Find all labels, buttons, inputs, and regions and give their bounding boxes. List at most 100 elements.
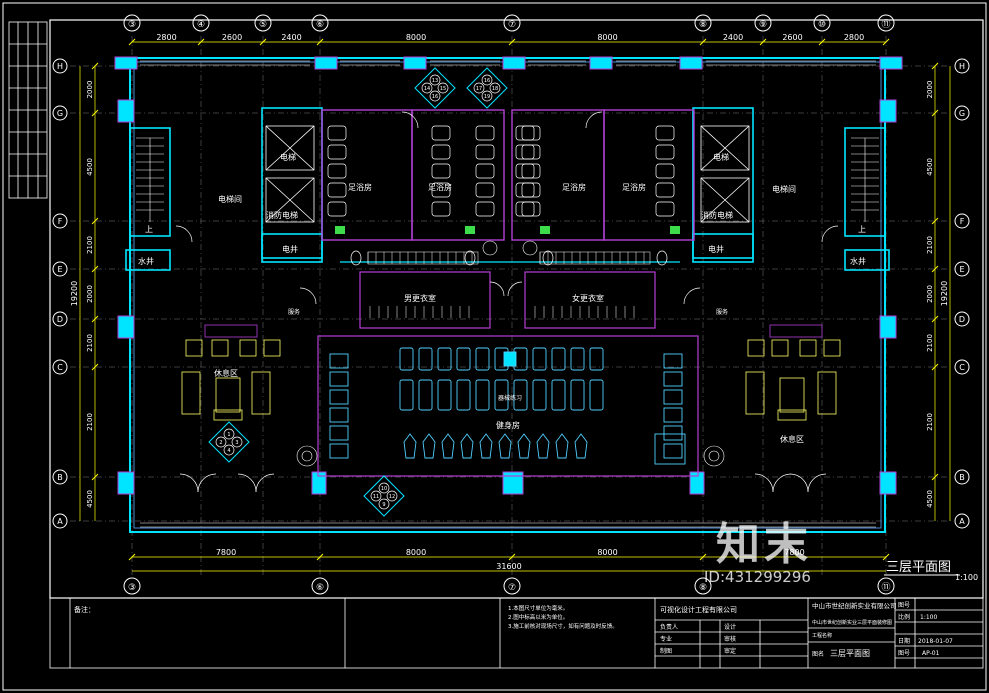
gym-bench-left <box>329 407 349 423</box>
axis-label-bottom: ⑧ <box>699 583 707 593</box>
dim-value-bottom: 7800 <box>216 548 236 557</box>
axis-label-bottom: ⑦ <box>508 583 516 593</box>
axis-bubble-right <box>954 213 970 229</box>
axis-label-top: ⑥ <box>316 20 324 30</box>
right-core <box>692 107 890 271</box>
note-3: 3.施工前核对现场尺寸，如有问题及时反馈。 <box>508 622 618 630</box>
massage-chair <box>327 201 347 217</box>
sanitary-fixtures <box>335 226 680 234</box>
dim-tick-bottom <box>316 553 324 561</box>
dim-value-total-right: 19200 <box>940 281 949 306</box>
dim-value-bottom: 7800 <box>784 548 804 557</box>
dim-value-top: 2600 <box>782 33 802 42</box>
index-tag-circle <box>481 74 493 86</box>
axis-label-top: ⑩ <box>818 20 826 30</box>
massage-chair <box>521 182 541 198</box>
index-tag-number: 10 <box>381 486 387 492</box>
axis-label-left: A <box>57 517 63 526</box>
axis-bubble-top <box>503 14 521 32</box>
axis-label-top: ④ <box>197 20 205 30</box>
axis-label-bottom: ⑥ <box>316 583 324 593</box>
index-tag-diamond <box>208 421 250 463</box>
axis-bubble-top <box>813 14 831 32</box>
index-tag-number: 2 <box>219 440 222 446</box>
dim-tick-right <box>931 217 939 225</box>
axis-bubble-bottom <box>694 577 712 595</box>
watermark-id: ID:431299296 <box>704 568 811 586</box>
label-water-shaft-left: 水井 <box>138 256 154 266</box>
axis-bubble-left <box>52 58 68 74</box>
axis-label-top: ⑪ <box>881 19 890 30</box>
dim-value-right: 2100 <box>926 236 934 254</box>
dim-value-bottom: 8000 <box>597 548 617 557</box>
label-elevator-hall-right: 电梯间 <box>772 184 796 194</box>
weight-machine <box>555 433 569 459</box>
dim-tick-bottom <box>508 553 516 561</box>
gym-bench-right <box>663 425 683 441</box>
exercise-bike <box>437 379 452 411</box>
axis-bubble-top <box>754 14 772 32</box>
exercise-bike <box>589 379 604 411</box>
dim-tick-left <box>91 217 99 225</box>
axis-bubble-right <box>954 513 970 529</box>
axis-bubble-left <box>52 213 68 229</box>
massage-chair <box>475 182 495 198</box>
index-tag-circle <box>231 436 243 448</box>
axis-bubble-right <box>954 105 970 121</box>
tb-label-checker: 审核 <box>724 635 736 643</box>
dim-value-left: 4500 <box>86 490 94 508</box>
exercise-bike <box>513 379 528 411</box>
index-tag-circle <box>223 444 235 456</box>
dim-value-total-bottom: 31600 <box>496 562 521 571</box>
axis-label-bottom: ③ <box>128 583 136 593</box>
label-foot-bath-3: 足浴房 <box>562 182 586 192</box>
axis-bubble-bottom <box>311 577 329 595</box>
massage-chair <box>521 201 541 217</box>
binding-strip <box>8 21 48 199</box>
axis-bubble-left <box>52 105 68 121</box>
dim-value-right: 2000 <box>926 285 934 303</box>
label-elevator-left: 电梯 <box>280 152 296 162</box>
exercise-bike <box>475 379 490 411</box>
plants <box>296 240 725 467</box>
exterior-walls <box>129 57 886 533</box>
tb-label-approver: 审定 <box>724 647 736 655</box>
gym-bench-right <box>663 371 683 387</box>
sheet-scale-note: 1:100 <box>955 573 978 582</box>
axis-bubble-top <box>254 14 272 32</box>
dim-value-right: 2000 <box>926 81 934 99</box>
room-labels: 电梯 消防电梯 电梯间 水井 电井 足浴房 足浴房 足浴房 足浴房 电梯 消防电… <box>138 152 866 444</box>
massage-chair <box>655 163 675 179</box>
tb-label-drawing-no: 图号 <box>898 602 910 609</box>
dim-value-right: 4500 <box>926 490 934 508</box>
sinks <box>350 250 668 266</box>
dim-tick-top <box>197 38 205 46</box>
gym-bench-right <box>663 389 683 405</box>
dim-tick-top <box>818 38 826 46</box>
treadmill <box>570 347 585 371</box>
index-tag-number: 9 <box>382 502 385 508</box>
axis-bubble-right <box>954 469 970 485</box>
axis-bubble-left <box>52 311 68 327</box>
label-side-right: 服务 <box>716 308 728 316</box>
index-tag-number: 17 <box>476 86 482 92</box>
treadmill <box>399 347 414 371</box>
right-stair <box>851 137 879 222</box>
massage-chair <box>327 182 347 198</box>
dim-tick-bottom <box>128 553 136 561</box>
massage-chair <box>431 201 451 217</box>
axis-label-right: F <box>960 217 965 226</box>
tb-label-drawer: 制图 <box>660 647 672 655</box>
gym-bench-left <box>329 389 349 405</box>
dim-value-right: 2100 <box>926 413 934 431</box>
watermark-logo: 知末 <box>716 519 812 570</box>
index-tag-number: 14 <box>424 86 430 92</box>
left-elevators <box>265 125 315 223</box>
title-block-grid <box>49 597 984 669</box>
massage-chair <box>475 163 495 179</box>
dim-tick-bottom <box>699 553 707 561</box>
dim-value-top: 2400 <box>281 33 301 42</box>
left-stair <box>136 137 164 222</box>
